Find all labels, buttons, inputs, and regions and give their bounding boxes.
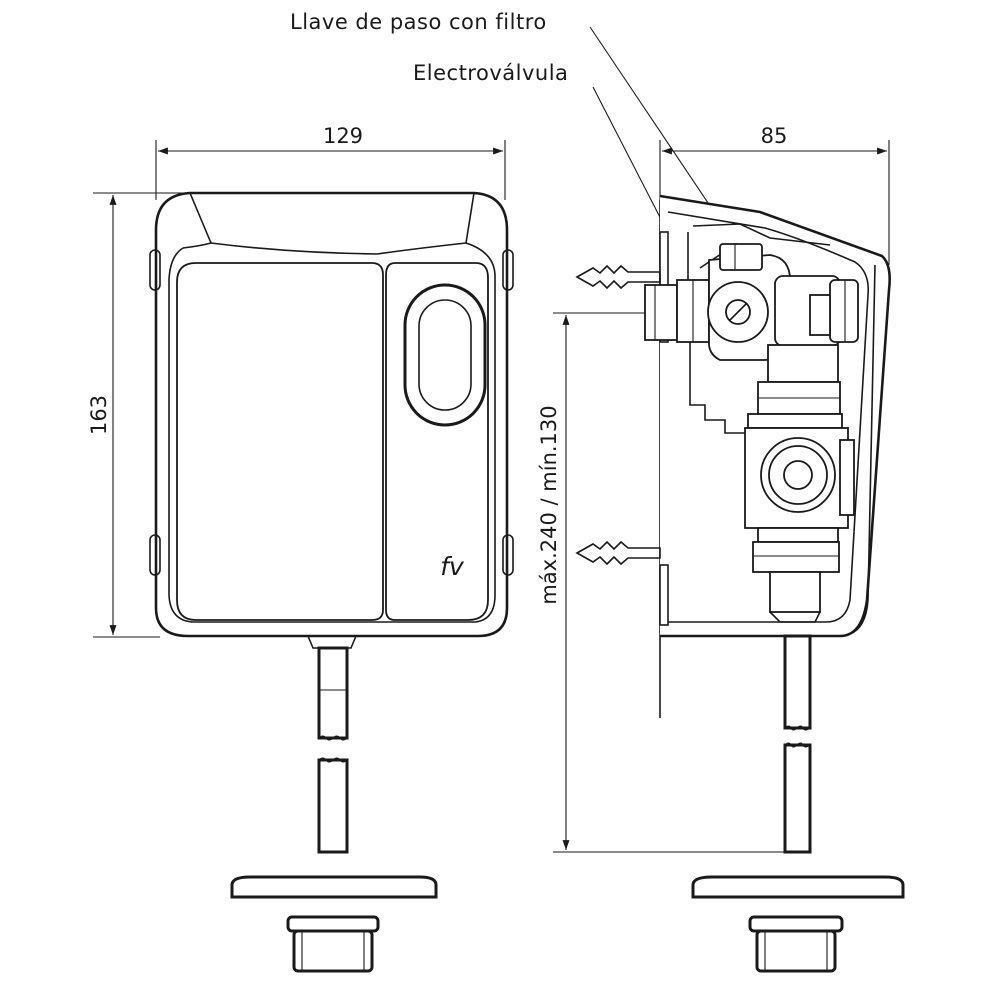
front-right-panel	[385, 262, 489, 621]
filter-valve-body	[707, 243, 859, 361]
label-filter-valve: Llave de paso con filtro	[290, 10, 547, 34]
side-screws	[149, 249, 514, 576]
front-fitting	[286, 915, 380, 973]
dim-depth-value: 85	[761, 124, 788, 148]
solenoid-valve	[744, 427, 855, 529]
front-flange	[230, 875, 438, 899]
front-pipe	[317, 646, 349, 854]
dim-height-front: 163	[87, 192, 230, 638]
dim-width-value: 129	[323, 124, 363, 148]
side-pipe	[783, 634, 812, 854]
wall-plug-top	[575, 264, 661, 290]
outlet-coupling	[752, 527, 840, 623]
label-solenoid-valve: Electroválvula	[413, 61, 568, 85]
dim-width-front: 129	[155, 124, 506, 200]
front-view: fv	[149, 191, 514, 973]
front-left-panel	[176, 262, 384, 621]
side-flange	[691, 875, 905, 899]
side-view	[575, 194, 905, 973]
dim-height-value: 163	[87, 395, 111, 435]
side-fitting	[748, 915, 844, 973]
dim-install-value: máx.240 / mín.130	[537, 405, 561, 604]
fv-logo: fv	[440, 552, 465, 581]
sensor-window	[403, 283, 487, 427]
dim-depth-side: 85	[659, 124, 890, 265]
inlet-fitting	[644, 279, 710, 343]
wall-plug-bottom	[575, 540, 661, 566]
dim-install-height: máx.240 / mín.130	[537, 312, 875, 853]
